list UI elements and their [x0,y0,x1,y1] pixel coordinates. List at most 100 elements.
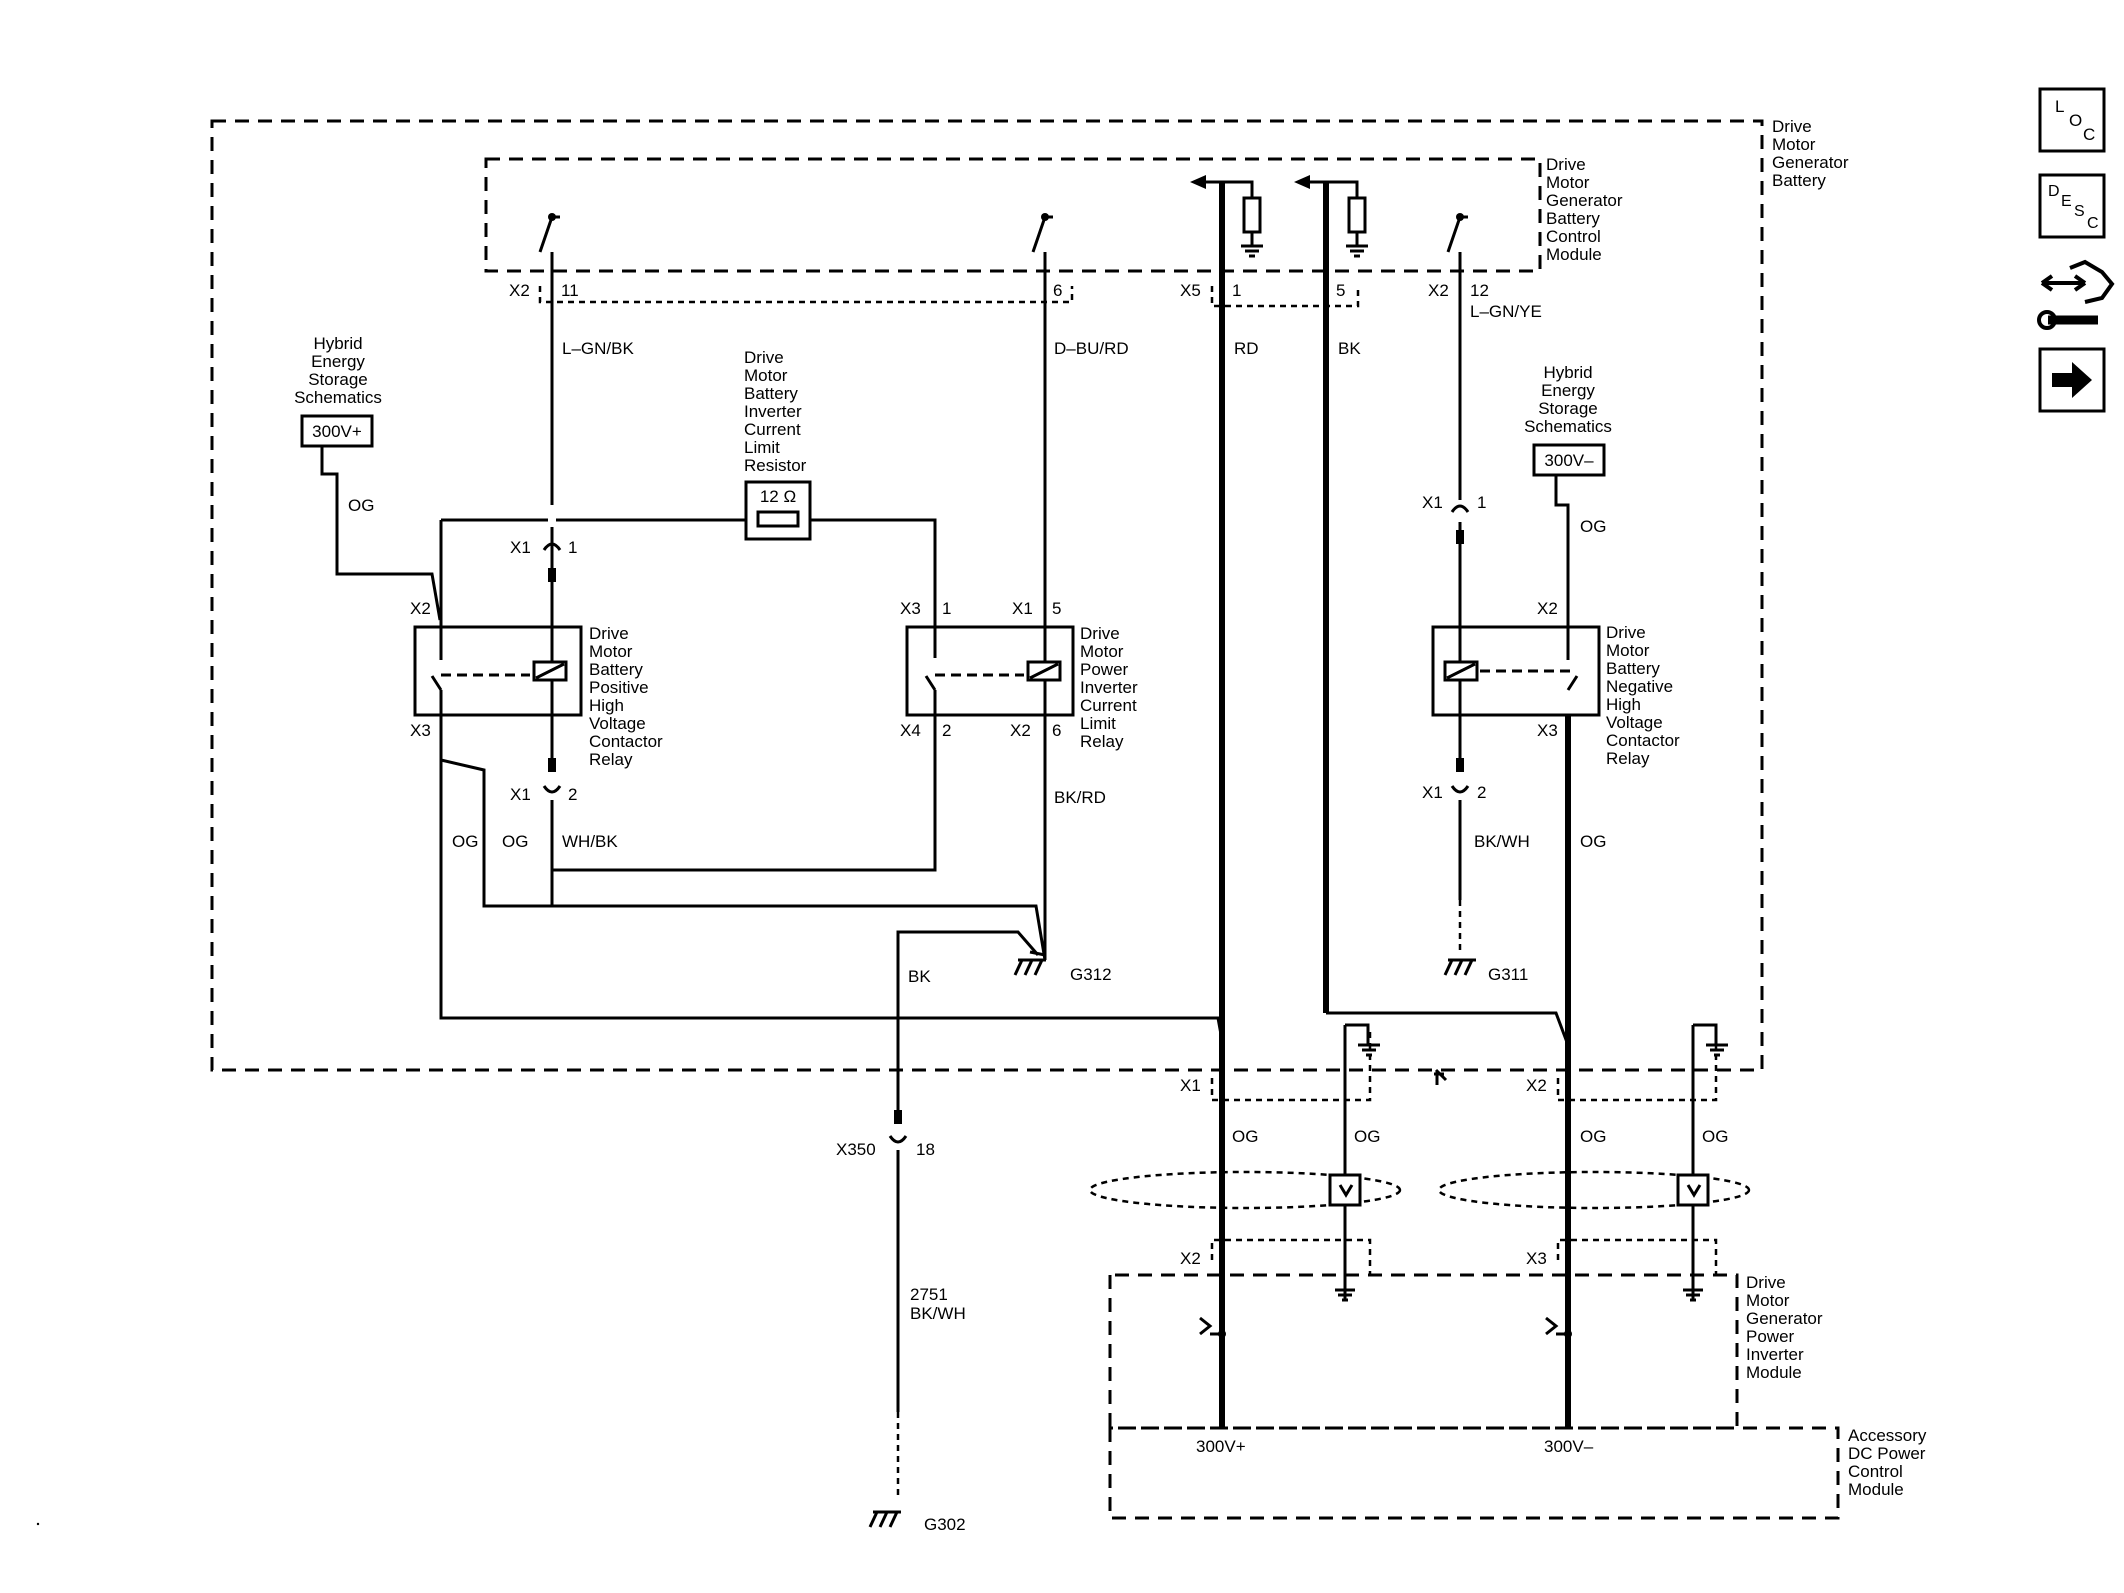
label-wire-og-a: OG [452,832,478,851]
label-wire-og-out4: OG [1702,1127,1728,1146]
label-pin-5: 5 [1336,281,1345,300]
label-wire-og-neg: OG [1580,832,1606,851]
bcm-x2-connector [538,286,1074,304]
wire-resistor-loop [441,518,937,620]
resistor-value: 12 Ω [760,487,796,506]
desc-letter-e: E [2061,193,2072,210]
wire-bk-g312 [896,930,1040,1018]
label-x2-11: X2 [509,281,530,300]
desc-letter-d: D [2048,183,2060,200]
label-pos-x1-top: X1 [510,538,531,557]
label-pos-x1-bot: X1 [510,785,531,804]
desc-letter-c: C [2087,215,2099,232]
label-apm-neg: 300V– [1544,1437,1594,1456]
label-g302: G302 [924,1515,966,1534]
label-neg-pin2: 2 [1477,783,1486,802]
shield-x2 [1437,1170,1751,1210]
hess-300v-pos-box [300,414,374,448]
label-neg-pin1: 1 [1477,493,1486,512]
bcm-x5-connector [1210,286,1360,308]
label-inv-x2: X2 [1010,721,1031,740]
loc-letter-o: O [2069,111,2082,130]
label-neg-x3: X3 [1537,721,1558,740]
loc-letter-l: L [2055,97,2064,116]
bcm-switch-11 [538,213,560,253]
label-pos-x3: X3 [410,721,431,740]
label-inv-x3: X3 [900,599,921,618]
connector-repair-icon [2037,259,2115,330]
label-g311: G311 [1488,965,1528,984]
hess-300v-neg-text: 300V– [1544,451,1594,470]
pim-x3-connector [1556,1238,1718,1275]
label-wire-lgn-bk: L–GN/BK [562,339,634,358]
label-inv-x4: X4 [900,721,921,740]
bcm-sense-1 [1190,175,1263,258]
label-x2-12: X2 [1428,281,1449,300]
label-wire-bk-wh-2751: BK/WH [910,1304,966,1323]
label-wire-bk: BK [1338,339,1361,358]
label-pin-12: 12 [1470,281,1489,300]
out-x1-connector [1210,1030,1372,1102]
label-wire-og-b: OG [502,832,528,851]
label-wire-og-out3: OG [1580,1127,1606,1146]
label-inv-x4-pin: 2 [942,721,951,740]
label-pos-pin2: 2 [568,785,577,804]
desc-icon [2038,173,2106,239]
label-wire-og-left: OG [348,496,374,515]
label-pin-1: 1 [1232,281,1241,300]
label-circuit-2751: 2751 [910,1285,948,1304]
label-wire-lgn-ye: L–GN/YE [1470,302,1542,321]
loc-letter-c: C [2083,125,2095,144]
label-wire-og-out2: OG [1354,1127,1380,1146]
bcm-sense-5 [1294,175,1368,258]
apm-outline [1108,1426,1840,1520]
label-neg-x1-bot: X1 [1422,783,1443,802]
next-button[interactable] [2038,347,2106,413]
label-inv-x3-pin: 1 [942,599,951,618]
loc-button[interactable]: L O C [2038,87,2106,153]
shield-x1 [1088,1170,1402,1210]
resistor-body [756,510,800,528]
label-pin-11: 11 [561,281,579,300]
battery-outline [210,119,1764,1072]
label-x350-pin: 18 [916,1140,935,1159]
label-wire-og-right: OG [1580,517,1606,536]
label-wire-bk-rd: BK/RD [1054,788,1106,807]
label-pin-6: 6 [1053,281,1062,300]
hess-300v-pos-text: 300V+ [312,422,362,441]
desc-button[interactable]: D E S C [2038,173,2106,239]
connector-repair-button[interactable] [2037,259,2115,330]
label-pos-pin1: 1 [568,538,577,557]
label-apm-pos: 300V+ [1196,1437,1246,1456]
label-wire-dbu-rd: D–BU/RD [1054,339,1129,358]
label-neg-x2: X2 [1537,599,1558,618]
bcm-switch-12 [1446,213,1468,253]
desc-letter-s: S [2074,203,2085,220]
label-inv-x1: X1 [1012,599,1033,618]
pim-x2-connector [1210,1238,1372,1275]
label-wire-bk-g312: BK [908,967,931,986]
label-out-x2: X2 [1526,1076,1547,1095]
label-pos-x2: X2 [410,599,431,618]
bcm-switch-6 [1031,213,1053,253]
label-neg-x1-top: X1 [1422,493,1443,512]
arrow-right-icon [2052,362,2092,398]
label-wire-wh-bk: WH/BK [562,832,618,851]
label-inv-x2-pin: 6 [1052,721,1061,740]
label-inv-x1-pin: 5 [1052,599,1061,618]
out-x2-connector [1556,1030,1718,1102]
label-wire-bk-wh: BK/WH [1474,832,1530,851]
label-x5: X5 [1180,281,1201,300]
wire-og-neg [1554,475,1570,627]
bcm-outline [484,157,1542,273]
